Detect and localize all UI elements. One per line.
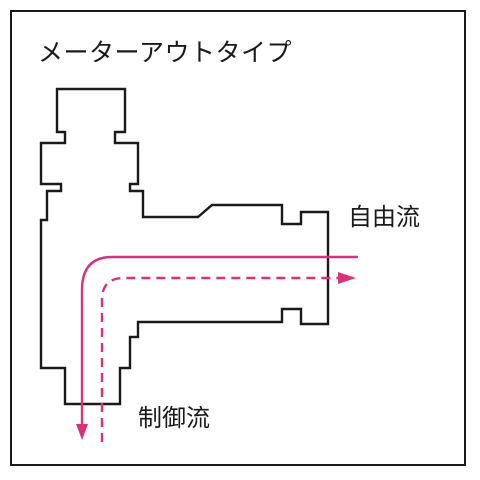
free-flow-arrowhead: [338, 272, 356, 284]
free-flow-line: [100, 276, 340, 442]
controlled-flow-line: [80, 255, 358, 427]
controlled-flow-arrowhead: [76, 424, 88, 440]
fitting-body-outline: [39, 87, 330, 406]
diagram-title: メーターアウトタイプ: [38, 38, 293, 67]
controlled-flow-label: 制御流: [138, 404, 210, 432]
free-flow-label: 自由流: [348, 203, 420, 231]
diagram-frame: [10, 10, 466, 466]
